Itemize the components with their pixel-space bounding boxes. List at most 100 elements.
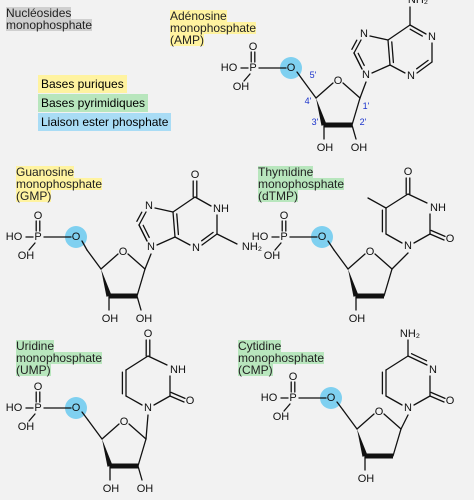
ump-oh-low-label: OH	[18, 421, 35, 433]
amp-ester-highlight	[280, 57, 302, 79]
amp-c2-n3-2	[415, 59, 429, 70]
amp-c5-c4-bond	[301, 78, 317, 99]
gmp-c5-c4-bond	[86, 249, 102, 270]
gmp-n7-c5	[154, 207, 174, 213]
ump-n1-label: N	[144, 402, 152, 414]
ump-c2-o-a	[169, 395, 185, 403]
ump-c6-n1	[125, 395, 143, 406]
dtmp-o4-label: O	[404, 166, 413, 178]
ump-c5-c4-bond	[87, 419, 103, 440]
amp-c2-n3	[416, 61, 433, 74]
cmp-name-line-1: Cytidine	[238, 339, 282, 353]
cmp-c3-oh-label: OH	[358, 473, 375, 485]
dtmp-poh-bond	[274, 242, 282, 251]
gmp-c2-n3	[201, 233, 218, 246]
ump-o4-label: O	[144, 328, 153, 340]
gmp-n7-label: N	[145, 200, 153, 212]
dtmp-c2-o-a	[429, 233, 445, 241]
gmp-p-label: P	[34, 231, 41, 243]
dtmp-c1-c2-bond	[383, 268, 393, 297]
amp-c8-n7-2	[351, 39, 358, 51]
amp-n9-c8-single	[353, 52, 363, 70]
dtmp-ho-label: HO	[252, 231, 269, 243]
gmp-c6-n1	[194, 196, 212, 207]
amp-c5-c4-2	[391, 41, 395, 64]
gmp-o-top-label: O	[34, 210, 43, 222]
dtmp-oh-low-label: OH	[264, 250, 281, 262]
gmp-ho-label: HO	[6, 231, 23, 243]
gmp-c5-c4	[172, 211, 176, 238]
gmp-nh2-label: NH₂	[242, 241, 262, 253]
cmp-n1-c2	[413, 395, 431, 406]
gmp-c4-n3	[174, 236, 191, 246]
gmp-o5-c5-bond	[81, 240, 88, 251]
ump-c2-oh-bond	[137, 465, 143, 481]
amp-oh-low-label: OH	[233, 81, 250, 93]
dtmp-n3h-label: NH	[430, 202, 446, 214]
amp-n9-c8-2	[357, 52, 365, 67]
amp-c5-c4	[387, 39, 391, 66]
gmp-oh-low-label: OH	[18, 250, 35, 262]
ump-name-line-1: Uridine	[16, 339, 55, 353]
amp-nh2-label: NH₂	[408, 0, 428, 6]
gmp-n9-c8-2	[142, 224, 150, 239]
amp-n9-label: N	[362, 69, 370, 81]
ump-name: Uridine monophosphate (UMP)	[14, 340, 104, 376]
dtmp-name-line-2: monophosphate	[258, 177, 345, 191]
amp-o-top-label: O	[249, 41, 258, 53]
cmp-ho-label: HO	[261, 392, 278, 404]
amp-ring-o-label: O	[334, 75, 343, 87]
ump-glycosidic-bond	[145, 414, 149, 440]
ump-ring-o-label: O	[120, 416, 129, 428]
amp-o5-c5-bond	[296, 71, 303, 80]
amp-ho-label: HO	[221, 62, 238, 74]
gmp-c5-c4-2	[176, 213, 180, 236]
gmp-ring-o-label: O	[119, 246, 128, 258]
gmp-c2-nh2-bond	[216, 233, 238, 245]
dtmp-c3-oh-label: OH	[349, 313, 366, 325]
amp-c3-oh-label: OH	[317, 142, 334, 154]
ump-n1-c2	[153, 395, 171, 406]
amp-n7-c5	[369, 35, 389, 41]
ump-poh-bond	[28, 413, 36, 422]
ump-c3-oh-label: OH	[103, 483, 120, 495]
amp-n7-label: N	[360, 28, 368, 40]
ump-c4-c3-wedge	[102, 439, 113, 467]
gmp-n9-c8-single	[138, 224, 148, 242]
amp-c2-c3-bold	[324, 122, 352, 128]
dtmp-c4-n3	[407, 193, 428, 204]
legend-purine: Bases puriques	[38, 75, 127, 93]
gmp-n9-label: N	[147, 241, 155, 253]
ump-o-top-label: O	[34, 381, 43, 393]
amp-num-3: 3'	[312, 117, 319, 127]
cmp-n1-label: N	[404, 402, 412, 414]
gmp-name: Guanosine monophosphate (GMP)	[14, 166, 104, 202]
gmp-c2-n3-2	[200, 231, 214, 242]
gmp-n1h-label: NH	[213, 203, 229, 215]
amp-c2-oh-label: OH	[351, 142, 368, 154]
gmp-c4-o-bond	[100, 253, 119, 270]
gmp-c8-n7	[138, 211, 147, 226]
gmp-n3-label: N	[192, 242, 200, 254]
dtmp-name-line-1: Thymidine	[258, 165, 314, 179]
amp-c1-c2-bond	[351, 97, 361, 126]
ump-p-label: P	[34, 402, 41, 414]
ump-o-ester-label: O	[72, 402, 81, 414]
cmp-o-ester-label: O	[327, 392, 336, 404]
gmp-c8-n7-2	[136, 211, 143, 223]
cmp-c2-o-b	[430, 391, 446, 400]
cmp-o5-c5-bond	[336, 401, 344, 411]
dtmp-c5-c4	[385, 193, 409, 209]
gmp-name-line-1: Guanosine	[16, 165, 75, 179]
cmp-c5-c4	[385, 355, 409, 371]
dtmp-o-ester-label: O	[318, 231, 327, 243]
amp-o-c1-bond	[342, 82, 361, 99]
cmp-c6-n1	[385, 395, 403, 406]
cmp-o2-label: O	[446, 395, 455, 407]
amp-c5-c6	[387, 24, 411, 41]
dtmp-o2-label: O	[446, 233, 455, 245]
dtmp-n1-c2	[413, 233, 431, 244]
dtmp-c4-c3-wedge	[348, 269, 359, 297]
ump-o5-c5-bond	[81, 411, 89, 421]
